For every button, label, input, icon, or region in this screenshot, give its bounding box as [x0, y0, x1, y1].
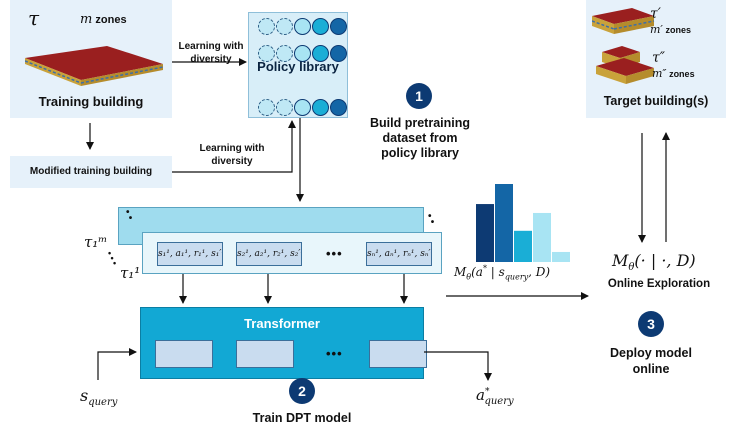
target-tau1: τ′: [650, 6, 661, 22]
training-building-title: Training building: [38, 94, 144, 109]
dataset-ellipsis: •••: [326, 246, 343, 261]
dataset-cell-n: sₙ¹, aₙ¹, rₙ¹, sₙ′¹: [366, 242, 432, 266]
policy-dot: [258, 18, 275, 35]
policy-dot: [276, 99, 293, 116]
policy-dot: [330, 45, 347, 62]
policy-dot: [276, 18, 293, 35]
action-distribution-bars: [476, 184, 570, 262]
target-m2: m″: [652, 67, 667, 80]
step2-circle: 2: [289, 378, 315, 404]
a-query-label: a*query: [476, 386, 514, 407]
learning-mid-line1: Learning with: [199, 143, 265, 154]
step1-circle: 1: [406, 83, 432, 109]
policy-dot: [294, 99, 311, 116]
transformer-token-2: [236, 340, 294, 368]
training-zones: m zones: [80, 12, 127, 27]
target-m1: m′: [650, 23, 663, 36]
policy-dot: [330, 18, 347, 35]
dataset-tau-1: τ₁¹: [120, 264, 141, 282]
target-building-image-1: [592, 8, 655, 34]
policy-library-label: Policy library: [257, 59, 339, 74]
target-building-title: Target building(s): [603, 94, 709, 108]
training-m-symbol: m: [80, 12, 93, 27]
dataset-cell-2: s₂¹, a₂¹, r₂¹, s₂′¹: [236, 242, 302, 266]
policy-dot: [276, 45, 293, 62]
dataset-tau-m: τ₁ᵐ: [84, 233, 108, 251]
learning-top-line1: Learning with: [178, 41, 244, 52]
step1-label: Build pretraining dataset from policy li…: [352, 116, 488, 161]
learning-diversity-top: Learning with diversity: [176, 40, 246, 66]
dataset-back-dots-right: • •: [428, 211, 435, 228]
learning-diversity-mid: Learning with diversity: [196, 142, 268, 168]
distribution-bar: [533, 212, 551, 262]
transformer-token-1: [155, 340, 213, 368]
step2-label: Train DPT model: [252, 411, 352, 425]
distribution-bar: [476, 204, 494, 262]
target-zones2-label: zones: [669, 69, 695, 79]
dataset-back-dots-left: • •: [126, 207, 133, 224]
modified-building-label: Modified training building: [29, 166, 153, 177]
step1-line1: Build pretraining: [370, 116, 470, 130]
transformer-token-n: [369, 340, 427, 368]
step3-line1: Deploy model: [610, 346, 692, 360]
learning-mid-line2: diversity: [211, 156, 253, 167]
training-tau: τ: [28, 6, 40, 30]
distribution-bar: [514, 230, 532, 262]
s-query-label: squery: [80, 386, 118, 409]
step3-label: Deploy model online: [590, 345, 712, 377]
distribution-bar: [552, 251, 570, 262]
target-zones1-label: zones: [665, 25, 691, 35]
policy-dot: [258, 45, 275, 62]
dataset-vertical-dots: • • •: [108, 248, 117, 268]
policy-dot: [312, 99, 329, 116]
policy-dot: [258, 99, 275, 116]
training-zones-label: zones: [95, 14, 127, 26]
online-exploration-label: Online Exploration: [607, 278, 711, 290]
transformer-label: Transformer: [244, 316, 320, 331]
distribution-bar: [495, 184, 513, 262]
model-right-label: Mθ(· | ·, D): [612, 251, 696, 274]
policy-dot: [294, 18, 311, 35]
learning-top-line2: diversity: [190, 54, 232, 65]
target-zones2: m″ zones: [652, 67, 695, 80]
step1-line2: dataset from: [382, 131, 458, 145]
dataset-cell-1: s₁¹, a₁¹, r₁¹, s₁′¹: [157, 242, 223, 266]
policy-dot: [312, 45, 329, 62]
step1-line3: policy library: [381, 146, 459, 160]
policy-dot: [312, 18, 329, 35]
step3-line2: online: [632, 362, 670, 376]
modified-building-box: [10, 156, 172, 188]
step3-circle: 3: [638, 311, 664, 337]
policy-dot: [294, 45, 311, 62]
target-tau2: τ″: [652, 50, 665, 66]
model-left-label: Mθ(a* | squery, D): [454, 264, 551, 282]
target-building-image-2: [596, 46, 654, 84]
target-zones1: m′ zones: [650, 23, 691, 36]
training-building-image: [25, 46, 164, 86]
transformer-ellipsis: •••: [326, 346, 343, 361]
policy-dot: [330, 99, 347, 116]
